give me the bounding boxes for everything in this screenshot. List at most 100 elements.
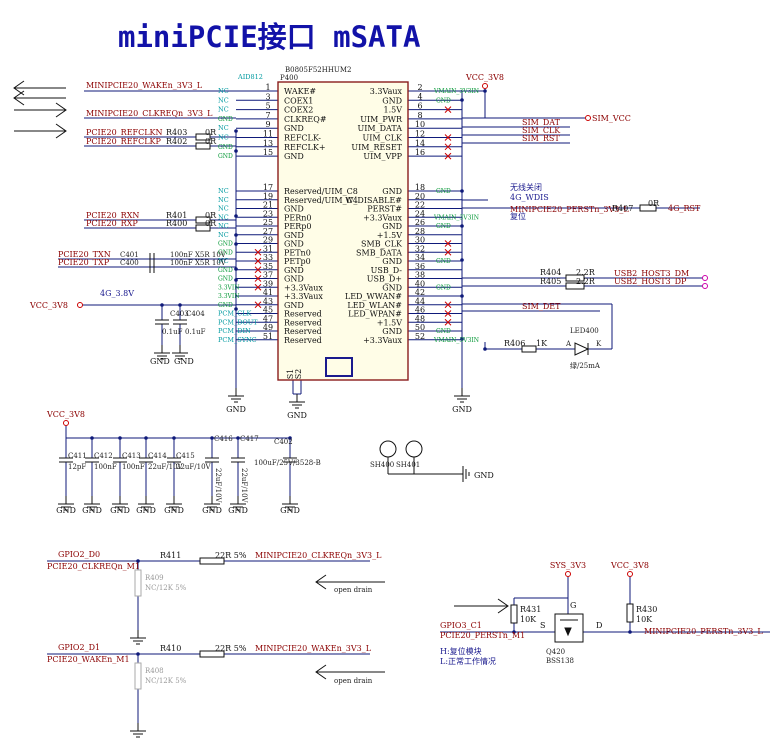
pin-number: 12 bbox=[415, 130, 425, 139]
pin-net-tag: GND bbox=[218, 302, 233, 309]
wire bbox=[444, 240, 452, 247]
power-label: VCC_3V8 bbox=[465, 73, 504, 82]
net-label: PCIE20_PERSTn_M1 bbox=[440, 631, 525, 640]
net-label: MINIPCIE20_WAKEn_3V3_L bbox=[255, 644, 372, 653]
pin-name: CLKREQ# bbox=[284, 115, 327, 124]
capacitor-value: 22uF/10V bbox=[240, 468, 248, 504]
resistor-value: NC/12K 5% bbox=[145, 584, 187, 592]
net-label: 4G_3.8V bbox=[100, 289, 134, 298]
wire bbox=[254, 301, 262, 309]
net-label: PCIE20_REFCLKP bbox=[86, 137, 162, 146]
pin-net-tag: NC bbox=[218, 134, 229, 142]
pin-number: 22 bbox=[415, 201, 425, 210]
gnd-label: GND bbox=[174, 357, 194, 366]
junction-dot bbox=[234, 242, 238, 246]
pin-name: +3.3Vaux bbox=[284, 292, 323, 301]
net-label: MINIPCIE20_CLKREQn_3V3_L bbox=[86, 109, 213, 118]
capacitor-ref: C402 bbox=[274, 438, 293, 446]
pin-name: S2 bbox=[294, 369, 303, 380]
symbols bbox=[13, 80, 708, 738]
net-label: USB2_HOST3_DP bbox=[614, 277, 687, 286]
wire bbox=[444, 143, 452, 151]
resistor-value: 0R bbox=[205, 211, 217, 220]
resistor-ref: R431 bbox=[520, 605, 541, 614]
pin-name: GND bbox=[382, 222, 402, 231]
net-label: PCIE20_CLKREQn_M1 bbox=[47, 562, 140, 571]
pin-net-tag: GND bbox=[436, 284, 451, 291]
pin-number: 5 bbox=[265, 102, 270, 111]
resistor-symbol bbox=[510, 604, 518, 624]
pin-number: 24 bbox=[415, 209, 425, 218]
pin-number: 31 bbox=[263, 244, 273, 253]
net-label: PCIE20_TXP bbox=[58, 258, 110, 267]
texts: B0805F52HHUM2P400AID812WAKE#1NCCOEX13NCC… bbox=[29, 66, 763, 685]
pin-name: LED_WPAN# bbox=[348, 310, 402, 319]
net-label: MINIPCIE20_PERSTn_3V3_L bbox=[510, 205, 629, 214]
pin-number: 40 bbox=[415, 279, 425, 288]
pin-number: 51 bbox=[263, 332, 273, 341]
pin-name: GND bbox=[284, 301, 304, 310]
junction-dot bbox=[234, 233, 238, 237]
wire bbox=[444, 318, 452, 326]
net-label: PCIE20_RXN bbox=[86, 211, 139, 220]
pin-name: Reserved/UIM_C4 bbox=[284, 196, 358, 205]
annotation: H:复位模块 bbox=[440, 646, 482, 656]
capacitor-ref: C416 bbox=[214, 435, 233, 443]
gnd-label: GND bbox=[136, 506, 156, 515]
net-label: 4G_WDIS bbox=[510, 193, 549, 202]
resistor-value: 0R bbox=[205, 128, 217, 137]
junction-dot bbox=[234, 278, 238, 282]
annotation: L:正常工作情况 bbox=[440, 656, 496, 666]
chip-reference: P400 bbox=[280, 74, 298, 82]
pin-net-tag: NC bbox=[218, 205, 229, 213]
capacitor-value: 100uF/25V/3528-B bbox=[254, 459, 321, 467]
resistor-symbol bbox=[134, 662, 142, 690]
pin-net-tag: VMAIN_3V3IN bbox=[433, 88, 479, 95]
pin-number: 14 bbox=[415, 139, 425, 148]
annotation: open drain bbox=[334, 586, 373, 594]
capacitor-value: 0.1uF bbox=[162, 328, 183, 336]
capacitor-ref: C412 bbox=[94, 452, 113, 460]
capacitor-value: 100nF X5R 10V bbox=[170, 251, 227, 259]
capacitor-value: 100nF bbox=[122, 463, 145, 471]
pin-net-tag: GND bbox=[436, 223, 451, 230]
shield-icon bbox=[379, 440, 397, 458]
pin-number: 42 bbox=[415, 288, 425, 297]
net-label: SIM_DAT bbox=[522, 118, 561, 127]
pin-name: Reserved/UIM_C8 bbox=[284, 187, 358, 196]
pin-name: PERp0 bbox=[284, 222, 311, 231]
pin-name: GND bbox=[284, 240, 304, 249]
mosfet-drain: D bbox=[596, 621, 602, 630]
pin-name: UIM_PWR bbox=[360, 115, 403, 124]
capacitor-ref: C414 bbox=[148, 452, 167, 460]
pin-number: 7 bbox=[265, 111, 270, 120]
pin-number: 2 bbox=[417, 83, 422, 92]
resistor-value: 0R bbox=[648, 199, 660, 208]
annotation: open drain bbox=[334, 677, 373, 685]
capacitor-value: 12pF bbox=[68, 463, 86, 471]
gnd-label: GND bbox=[280, 506, 300, 515]
pin-number: 47 bbox=[263, 314, 273, 323]
net-label: GPIO2_D1 bbox=[58, 643, 100, 652]
pin-number: 26 bbox=[415, 218, 425, 227]
junction-dot bbox=[512, 630, 516, 634]
net-label: 4G_RST bbox=[668, 204, 701, 213]
arrow-icon bbox=[55, 123, 67, 139]
capacitor-ref: C415 bbox=[176, 452, 195, 460]
pin-net-tag: NC bbox=[218, 231, 229, 239]
junction-dot bbox=[90, 436, 94, 440]
pin-number: 43 bbox=[263, 297, 273, 306]
pin-name: GND bbox=[284, 124, 304, 133]
pin-number: 20 bbox=[415, 192, 425, 201]
resistor-value: 22R 5% bbox=[215, 551, 247, 560]
arrow-icon bbox=[315, 574, 327, 590]
pin-name: COEX2 bbox=[284, 106, 313, 115]
pin-name: PETp0 bbox=[284, 257, 311, 266]
pin-net-tag: PCM_DIN bbox=[218, 327, 251, 335]
net-label: PCIE20_REFCLKN bbox=[86, 128, 163, 137]
net-label: PCIE20_TXN bbox=[58, 250, 111, 259]
junction-dot bbox=[160, 303, 164, 307]
wire bbox=[254, 248, 262, 256]
mosfet-icon bbox=[564, 627, 572, 637]
resistor-symbol bbox=[199, 557, 225, 565]
